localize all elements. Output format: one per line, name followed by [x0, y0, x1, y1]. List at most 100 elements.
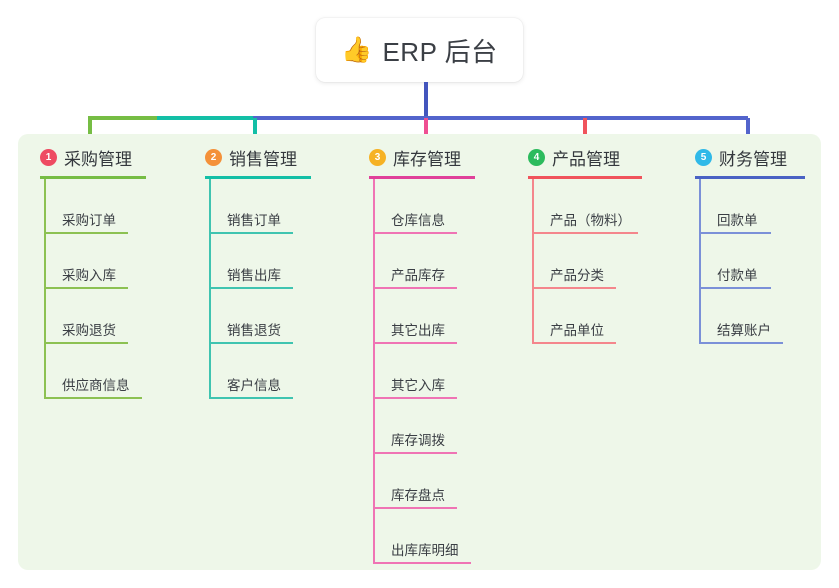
leaf-node-underline: [209, 232, 293, 234]
leaf-node-label: 库存盘点: [391, 488, 445, 503]
branch-number-badge: 3: [369, 148, 386, 166]
branch-title: 销售管理: [229, 149, 297, 169]
leaf-node[interactable]: 付款单: [699, 234, 805, 289]
leaf-node-underline: [44, 342, 128, 344]
branch-underline: [205, 176, 311, 179]
thumbs-up-icon: 👍: [341, 35, 373, 64]
leaf-node-underline: [699, 342, 783, 344]
leaf-node-underline: [373, 397, 457, 399]
branch-children: 采购订单采购入库采购退货供应商信息: [44, 179, 146, 399]
leaf-node-underline: [373, 562, 471, 564]
leaf-node-label: 回款单: [717, 213, 758, 228]
leaf-node[interactable]: 产品库存: [373, 234, 475, 289]
leaf-node-underline: [532, 232, 638, 234]
leaf-node-label: 结算账户: [717, 323, 771, 338]
branch-title: 产品管理: [552, 149, 620, 169]
branch-children: 销售订单销售出库销售退货客户信息: [209, 179, 311, 399]
leaf-node-body: 产品库存: [373, 264, 457, 289]
branch-children: 仓库信息产品库存其它出库其它入库库存调拨库存盘点出库库明细: [373, 179, 475, 564]
branch-number-badge: 1: [40, 148, 57, 166]
branch-header-1[interactable]: 1 采购管理: [40, 144, 146, 172]
leaf-node[interactable]: 产品（物料）: [532, 179, 642, 234]
leaf-node-underline: [44, 287, 128, 289]
leaf-node-body: 销售出库: [209, 264, 293, 289]
leaf-node-label: 销售订单: [227, 213, 281, 228]
leaf-node[interactable]: 库存调拨: [373, 399, 475, 454]
leaf-node-body: 库存调拨: [373, 429, 457, 454]
branch-children: 产品（物料） 产品分类产品单位: [532, 179, 642, 344]
leaf-node-label: 其它出库: [391, 323, 445, 338]
leaf-node-underline: [209, 397, 293, 399]
leaf-node-label: 产品分类: [550, 268, 604, 283]
leaf-node-label: 其它入库: [391, 378, 445, 393]
branch-drop-3: [424, 118, 428, 144]
leaf-node-body: 产品分类: [532, 264, 616, 289]
trunk-segment-blue: [253, 116, 748, 120]
leaf-node[interactable]: 采购订单: [44, 179, 146, 234]
branch-spine: [532, 179, 534, 344]
leaf-node-label: 采购入库: [62, 268, 116, 283]
root-node-content: 👍 ERP 后台: [341, 32, 497, 69]
leaf-node[interactable]: 采购退货: [44, 289, 146, 344]
leaf-node-label: 产品库存: [391, 268, 445, 283]
leaf-node[interactable]: 库存盘点: [373, 454, 475, 509]
leaf-node-underline: [44, 232, 128, 234]
leaf-node-label: 产品（物料）: [550, 213, 631, 228]
leaf-node-underline: [44, 397, 142, 399]
branch-spine: [699, 179, 701, 344]
leaf-node[interactable]: 出库库明细: [373, 509, 475, 564]
leaf-node-body: 仓库信息: [373, 209, 457, 234]
leaf-node-body: 客户信息: [209, 374, 293, 399]
leaf-node-body: 产品（物料）: [532, 209, 638, 234]
leaf-node-body: 采购订单: [44, 209, 128, 234]
leaf-node-underline: [373, 452, 457, 454]
leaf-node[interactable]: 销售出库: [209, 234, 311, 289]
leaf-node[interactable]: 客户信息: [209, 344, 311, 399]
leaf-node-label: 客户信息: [227, 378, 281, 393]
leaf-node[interactable]: 回款单: [699, 179, 805, 234]
leaf-node-label: 仓库信息: [391, 213, 445, 228]
branch-column-1: 1 采购管理采购订单采购入库采购退货供应商信息: [40, 144, 146, 399]
root-node-card[interactable]: 👍 ERP 后台: [316, 18, 523, 82]
leaf-node[interactable]: 销售退货: [209, 289, 311, 344]
branch-number-badge: 5: [695, 148, 712, 166]
leaf-node[interactable]: 其它入库: [373, 344, 475, 399]
branch-title: 采购管理: [64, 149, 132, 169]
leaf-node[interactable]: 产品分类: [532, 234, 642, 289]
root-stem-connector: [424, 82, 428, 118]
leaf-node-underline: [532, 342, 616, 344]
branch-underline: [695, 176, 805, 179]
branch-column-4: 4 产品管理产品（物料） 产品分类产品单位: [528, 144, 642, 344]
leaf-node-label: 出库库明细: [391, 543, 459, 558]
leaf-node-label: 产品单位: [550, 323, 604, 338]
branch-number-badge: 4: [528, 148, 545, 166]
leaf-node[interactable]: 仓库信息: [373, 179, 475, 234]
leaf-node[interactable]: 销售订单: [209, 179, 311, 234]
leaf-node-underline: [209, 287, 293, 289]
branches-panel: [18, 134, 821, 570]
leaf-node-body: 其它出库: [373, 319, 457, 344]
leaf-node-body: 其它入库: [373, 374, 457, 399]
branch-header-4[interactable]: 4 产品管理: [528, 144, 642, 172]
branch-spine: [209, 179, 211, 399]
leaf-node[interactable]: 供应商信息: [44, 344, 146, 399]
leaf-node-label: 付款单: [717, 268, 758, 283]
leaf-node[interactable]: 产品单位: [532, 289, 642, 344]
leaf-node[interactable]: 其它出库: [373, 289, 475, 344]
branch-spine: [44, 179, 46, 399]
leaf-node-underline: [373, 287, 457, 289]
leaf-node[interactable]: 采购入库: [44, 234, 146, 289]
branch-underline: [528, 176, 642, 179]
leaf-node-body: 回款单: [699, 209, 771, 234]
leaf-node-label: 供应商信息: [62, 378, 130, 393]
leaf-node-underline: [373, 507, 457, 509]
leaf-node-underline: [373, 342, 457, 344]
leaf-node[interactable]: 结算账户: [699, 289, 805, 344]
